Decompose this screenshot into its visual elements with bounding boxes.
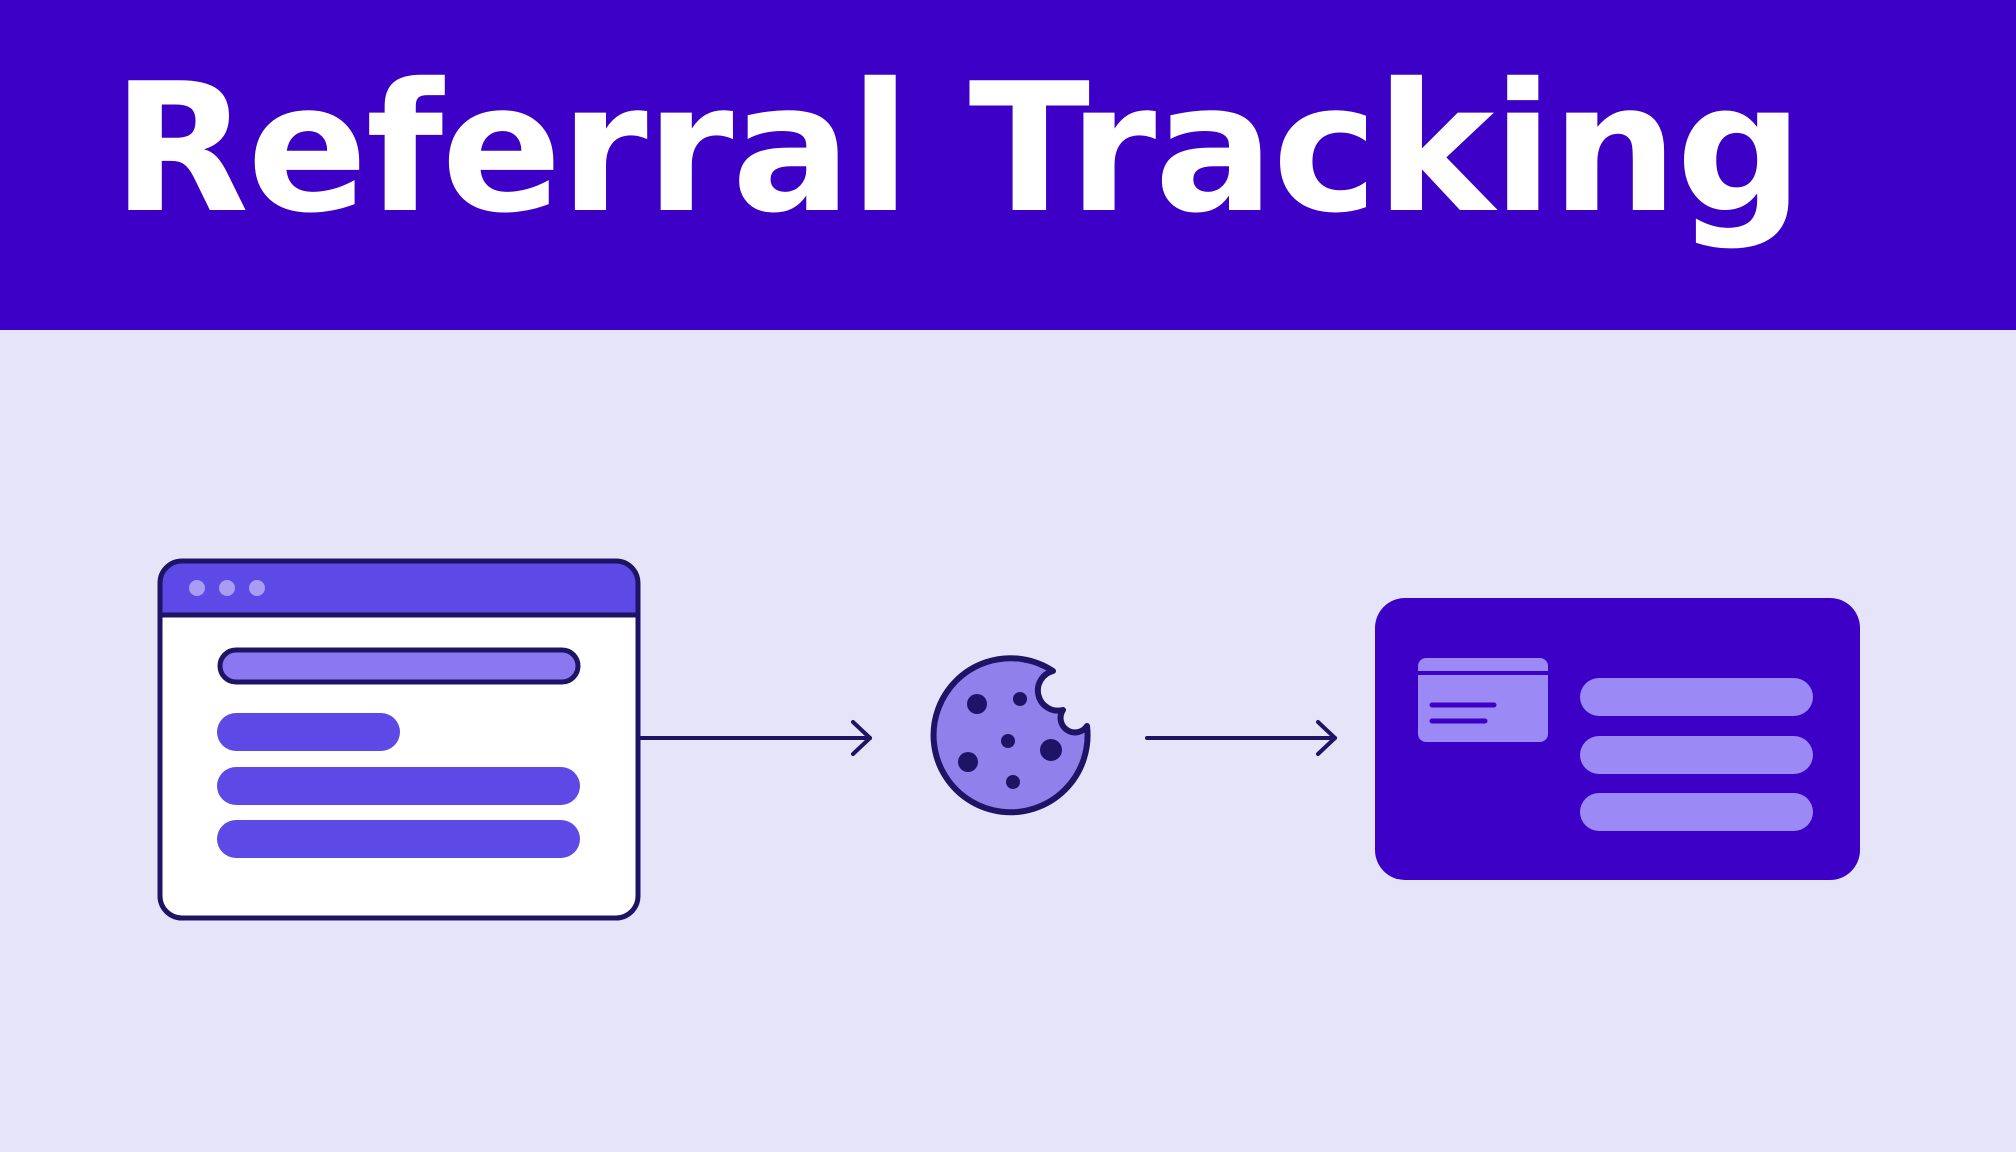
browser-window-icon — [157, 558, 641, 921]
cookie-chip — [958, 752, 978, 772]
window-dot-icon — [189, 580, 205, 596]
flow-diagram — [157, 558, 1860, 921]
header-banner: Referral Tracking — [0, 0, 2016, 330]
content-line — [217, 820, 580, 858]
arrow-right-icon — [638, 720, 872, 756]
window-dot-icon — [219, 580, 235, 596]
content-line — [217, 713, 400, 751]
referral-card — [1418, 658, 1548, 742]
window-dot-icon — [249, 580, 265, 596]
stat-bar — [1580, 793, 1813, 831]
cookie-icon — [930, 655, 1091, 816]
diagram-canvas — [0, 330, 2016, 1152]
stat-bar — [1580, 736, 1813, 774]
cookie-chip — [1013, 692, 1027, 706]
url-bar — [217, 647, 581, 685]
cookie-chip — [1040, 739, 1062, 761]
cookie-chip — [967, 694, 987, 714]
stat-bar — [1580, 678, 1813, 716]
cookie-chip — [1006, 775, 1020, 789]
dashboard-panel-icon — [1375, 598, 1860, 880]
page-title: Referral Tracking — [112, 45, 1803, 252]
browser-title-bar — [160, 561, 638, 615]
arrow-right-icon — [1145, 720, 1337, 756]
cookie-chip — [1001, 734, 1015, 748]
content-line — [217, 767, 580, 805]
